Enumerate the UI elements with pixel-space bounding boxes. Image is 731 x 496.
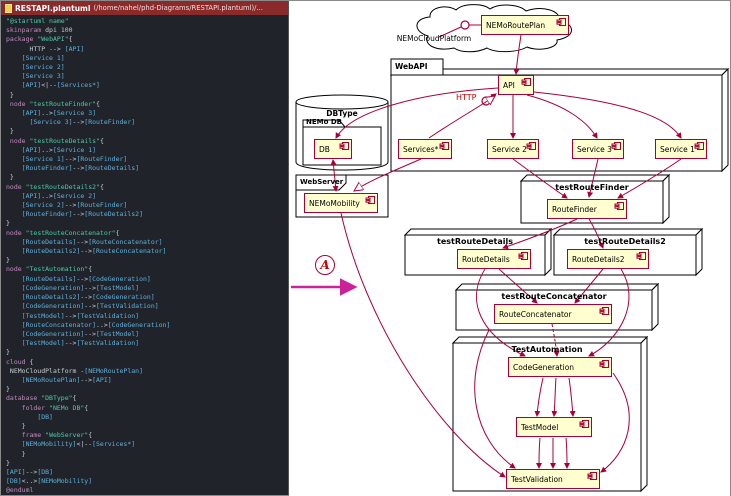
cloud-interface-link <box>438 26 462 38</box>
http-interface-icon <box>481 96 491 106</box>
code-line[interactable]: [RouteDetails2]-->[CodeGeneration] <box>21 293 155 302</box>
code-line[interactable]: database "DBType"{ <box>6 394 77 403</box>
node-testAutomation-shape <box>451 335 649 493</box>
code-line[interactable]: node "testRouteDetails2"{ <box>6 182 104 191</box>
code-line[interactable]: node "testRouteDetails"{ <box>9 136 104 145</box>
node-testRouteDetails2-shape <box>552 227 704 277</box>
code-line[interactable]: } <box>6 449 26 458</box>
code-line[interactable]: [CodeGeneration]-->[TestModel] <box>21 283 140 292</box>
code-line[interactable]: [API]..>[Service 3] <box>21 109 97 118</box>
nemoRoutePlan-interface-icon <box>460 20 470 30</box>
code-line[interactable]: [RouteDetails2]-->[RouteConcatenator] <box>21 247 167 256</box>
webserver-frame-shape <box>295 174 389 218</box>
code-line[interactable]: } <box>6 219 10 228</box>
code-line[interactable]: "@startuml name" <box>6 17 69 25</box>
code-line[interactable]: [RouteDetails]-->[CodeGeneration] <box>21 274 151 283</box>
code-line[interactable]: } <box>6 256 10 265</box>
code-line[interactable]: [NEMoRoutePlan]-->[API] <box>21 375 112 384</box>
code-line[interactable]: [Service 3] <box>21 72 65 81</box>
code-line[interactable]: [DB]<..>[NEMoMobility] <box>6 477 93 486</box>
node-testRouteDetails-shape <box>403 227 553 277</box>
cloud-shape <box>416 4 572 53</box>
code-line[interactable]: [Service 2] <box>21 63 65 72</box>
annotation-a-badge: A <box>315 255 335 275</box>
code-line[interactable]: node "testRouteConcatenator"{ <box>6 228 120 237</box>
code-line[interactable]: [DB] <box>37 412 53 421</box>
code-line[interactable]: cloud { <box>6 357 34 366</box>
editor-title-bar[interactable]: RESTAPI.plantuml (/home/nahel/phd-Diagra… <box>1 1 288 15</box>
code-line[interactable]: [API]..>[Service 1] <box>21 145 97 154</box>
code-line[interactable]: } <box>6 385 10 394</box>
window-path: (/home/nahel/phd-Diagrams/RESTAPI.plantu… <box>93 4 263 12</box>
code-line[interactable]: [CodeGeneration]-->[TestValidation] <box>21 302 159 311</box>
code-line[interactable]: [Service 1]-->[RouteFinder] <box>21 155 128 164</box>
code-line[interactable]: skinparam dpi 100 <box>6 26 73 35</box>
code-line[interactable]: frame "WebServer"{ <box>21 431 93 440</box>
code-line[interactable]: @enduml <box>6 486 34 495</box>
code-line[interactable]: [Service 2]-->[RouteFinder] <box>21 201 128 210</box>
code-line[interactable]: node "TestAutomation"{ <box>6 265 93 274</box>
code-line[interactable]: } <box>6 348 10 357</box>
code-line[interactable]: [RouteFinder]-->[RouteDetails] <box>21 164 140 173</box>
code-line[interactable]: } <box>6 421 26 430</box>
code-line[interactable]: package "WebAPI"{ <box>6 35 73 44</box>
code-line[interactable]: [API]<|--[Services*] <box>21 81 100 90</box>
nemo-db-folder-shape <box>302 119 382 166</box>
code-line[interactable]: folder "NEMo DB"{ <box>21 403 89 412</box>
code-line[interactable]: [API]-->[DB] <box>6 467 53 476</box>
code-line[interactable]: [CodeGeneration]-->[TestModel] <box>21 329 140 338</box>
code-line[interactable]: } <box>6 458 10 467</box>
code-line[interactable]: [API]..>[Service 2] <box>21 191 97 200</box>
document-icon <box>5 3 12 13</box>
node-testRouteFinder-shape <box>519 173 671 225</box>
code-line[interactable]: [Service 1] <box>21 53 65 62</box>
code-line[interactable]: HTTP --> [API] <box>6 44 85 53</box>
code-line[interactable]: } <box>6 173 14 182</box>
code-line[interactable]: [RouteFinder]-->[RouteDetails2] <box>21 210 143 219</box>
code-line[interactable]: [NEMoMobility]<|--[Services*] <box>21 440 136 449</box>
webapi-node-shape <box>389 58 730 173</box>
code-line[interactable]: } <box>6 90 14 99</box>
annotation-a-label: A <box>320 258 330 272</box>
code-line[interactable]: [Service 3]-->[RouteFinder] <box>29 118 136 127</box>
window-title: RESTAPI.plantuml <box>15 3 91 13</box>
node-testRouteConcatenator-shape <box>454 282 660 332</box>
code-line[interactable]: [RouteDetails]-->[RouteConcatenator] <box>21 237 163 246</box>
diagram-shapes <box>295 4 730 493</box>
code-line[interactable]: [TestModel]-->[TestValidation] <box>21 339 140 348</box>
code-line[interactable]: [TestModel]-->[TestValidation] <box>21 311 140 320</box>
code-line[interactable]: [RouteConcatenator]..>[CodeGeneration] <box>21 320 171 329</box>
code-line[interactable]: } <box>6 127 14 136</box>
code-line[interactable]: node "testRouteFinder"{ <box>9 99 100 108</box>
code-line[interactable]: NEMoCloudPlatform -[NEMoRoutePlan] <box>6 366 143 375</box>
code-editor-pane: RESTAPI.plantuml (/home/nahel/phd-Diagra… <box>1 1 289 495</box>
